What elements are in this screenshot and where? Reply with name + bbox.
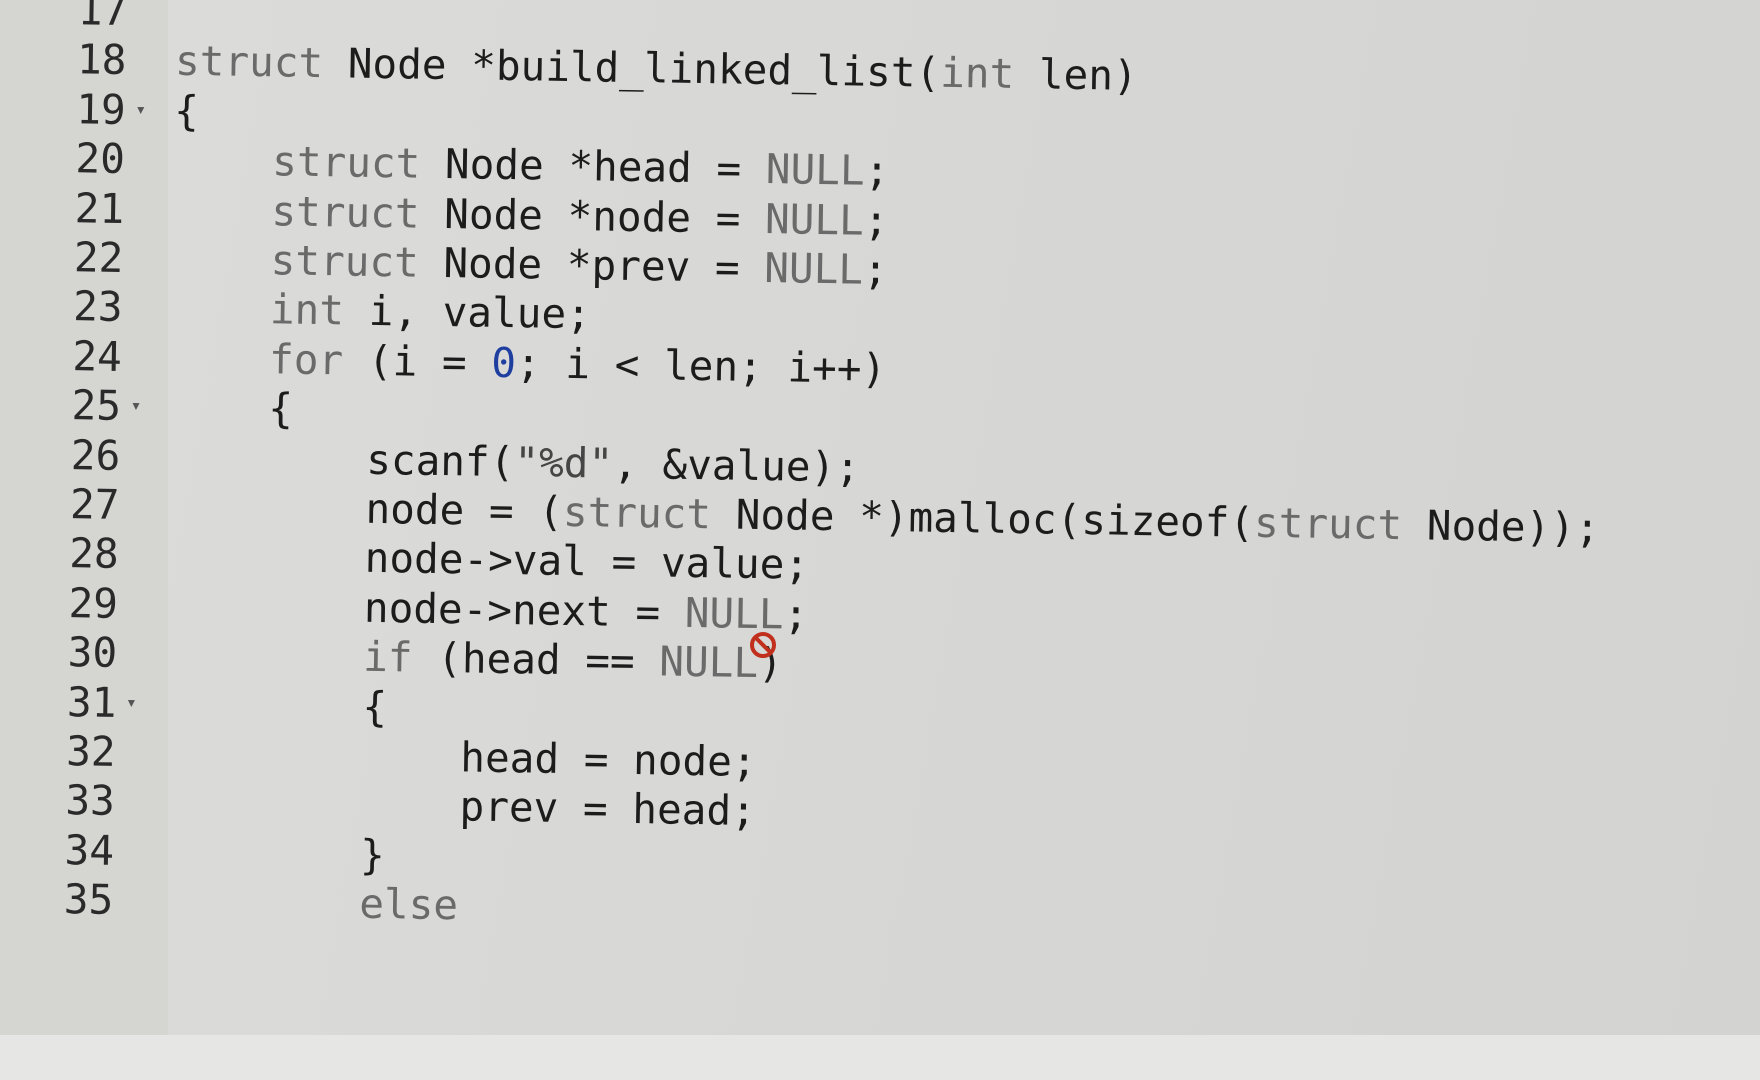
line-number: 18 [76, 35, 127, 85]
code-token: { [173, 86, 200, 135]
code-token: Node *node = [419, 189, 766, 243]
code-token: "%d" [514, 437, 614, 488]
code-token: (i = [342, 336, 492, 387]
code-token: { [267, 384, 294, 433]
code-text: { [169, 380, 293, 436]
code-token: else [358, 879, 459, 930]
line-number: 23 [72, 282, 123, 332]
line-number: 29 [68, 578, 119, 628]
fold-toggle-icon[interactable]: ▾ [130, 395, 142, 417]
code-text: else [161, 874, 458, 933]
code-token: Node)); [1401, 501, 1601, 553]
code-token: NULL [763, 244, 864, 294]
code-token: Node *head = [419, 139, 767, 194]
code-token: NULL [659, 637, 759, 688]
code-token: (head == [412, 633, 660, 686]
indent [170, 334, 269, 384]
line-number: 27 [69, 480, 120, 529]
indent [166, 580, 364, 631]
line-number: 30 [67, 628, 118, 678]
code-token: len) [1013, 50, 1139, 101]
line-number-gutter [0, 0, 168, 1035]
line-number: 32 [65, 727, 116, 776]
code-token: prev = head; [459, 782, 757, 836]
code-token: for [268, 335, 344, 385]
code-token: int [269, 285, 345, 335]
code-token: NULL [764, 194, 865, 245]
line-number: 26 [70, 430, 121, 480]
fold-toggle-icon[interactable]: ▾ [125, 691, 137, 713]
code-token: struct [271, 186, 420, 238]
code-token: ; i < len; i++) [515, 338, 887, 393]
code-token: Node *prev = [418, 238, 765, 293]
code-token: scanf( [365, 435, 515, 486]
not-allowed-cursor-icon [750, 632, 776, 658]
indent [171, 284, 270, 334]
indent [167, 531, 365, 582]
code-token: node->next = [363, 583, 686, 637]
code-token: , &value); [612, 439, 861, 492]
indent [168, 482, 366, 533]
line-number: 28 [68, 529, 120, 579]
code-token: struct [174, 37, 324, 88]
code-token: int [939, 49, 1015, 99]
indent [168, 432, 366, 483]
line-number: 20 [75, 134, 126, 184]
code-token: ; [864, 146, 890, 196]
line-number: 21 [74, 183, 125, 233]
line-number: 22 [73, 233, 124, 282]
code-token: struct [1253, 498, 1403, 550]
code-token: if [362, 632, 413, 682]
indent [172, 185, 271, 235]
line-number: 35 [63, 875, 114, 925]
code-token: ; [862, 245, 889, 294]
code-token: i, value; [343, 286, 592, 339]
code-text: { [165, 676, 388, 733]
bottom-margin [0, 1035, 1760, 1080]
code-token: ; [863, 196, 889, 245]
indent [165, 679, 363, 730]
line-number: 33 [65, 776, 116, 826]
line-number: 34 [64, 825, 115, 875]
indent [161, 877, 359, 928]
code-token: head = node; [460, 733, 757, 786]
indent [163, 778, 460, 831]
indent [173, 136, 272, 186]
code-token: { [362, 682, 388, 731]
indent [164, 729, 461, 782]
code-text: } [162, 824, 385, 881]
code-token: struct [562, 487, 712, 539]
indent [169, 383, 268, 433]
line-number: 24 [72, 331, 123, 381]
code-token: NULL [765, 145, 865, 195]
code-token: struct [270, 236, 420, 287]
code-token: node = ( [365, 484, 564, 536]
code-token: struct [271, 137, 421, 188]
indent [172, 235, 271, 285]
code-token: } [359, 830, 386, 879]
indent [165, 630, 363, 681]
fold-toggle-icon[interactable]: ▾ [135, 98, 147, 121]
code-token: 0 [490, 338, 517, 387]
code-text: { [174, 84, 200, 138]
code-token: ; [783, 590, 809, 639]
indent [162, 827, 360, 878]
